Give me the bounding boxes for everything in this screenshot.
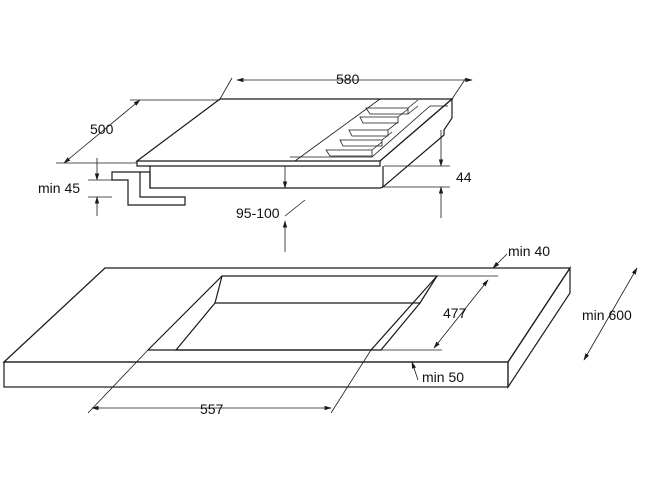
dim-min40-arrow [492, 253, 508, 269]
dim-95-100-leader [284, 199, 306, 217]
worktop-top-surface [2, 267, 572, 363]
dim-95-100-label: 95-100 [236, 205, 280, 221]
hob-under-body [149, 166, 384, 189]
dim-500-line [63, 99, 141, 164]
knob-5 [325, 149, 373, 157]
dim-500-label: 500 [90, 121, 114, 137]
dim-557-label: 557 [200, 401, 224, 417]
dim-477-line [433, 279, 489, 349]
cutout-inner-edge-right [419, 275, 438, 304]
hob-drawing: 580 500 min 45 44 95-100 [38, 71, 473, 252]
bracket-clamp [140, 171, 151, 188]
cutout-inner-edge [214, 275, 223, 304]
mounting-bracket [111, 171, 186, 206]
dim-min600-label: min 600 [582, 307, 632, 323]
cutout-outer [146, 275, 439, 351]
control-knobs [325, 99, 419, 157]
dim-580-ext-left [219, 77, 233, 100]
worktop-side-face [507, 266, 571, 389]
knob-3 [348, 129, 389, 137]
control-panel-recess [294, 98, 381, 162]
dim-557-ext-right [330, 349, 372, 414]
knob-2 [359, 116, 399, 124]
dim-44-label: 44 [456, 169, 472, 185]
hob-front-edge [136, 161, 381, 167]
cutout-inner [174, 302, 422, 351]
dim-min600-line [583, 267, 638, 361]
dim-min40-label: min 40 [508, 243, 550, 259]
control-panel-frame [290, 105, 448, 158]
dim-557-ext-left [87, 349, 149, 414]
dim-580-ext-right [451, 77, 467, 100]
dim-477-label: 477 [443, 305, 467, 321]
bracket-shape [111, 171, 186, 206]
worktop-drawing: min 40 477 min 600 min 50 557 [2, 243, 638, 417]
knob-4 [339, 139, 383, 147]
dim-min50-label: min 50 [422, 369, 464, 385]
dim-min50-arrow [411, 361, 419, 381]
dim-580-label: 580 [336, 71, 360, 87]
dim-min45-label: min 45 [38, 180, 80, 196]
knob-1 [365, 107, 409, 115]
knob-stems [371, 99, 419, 151]
